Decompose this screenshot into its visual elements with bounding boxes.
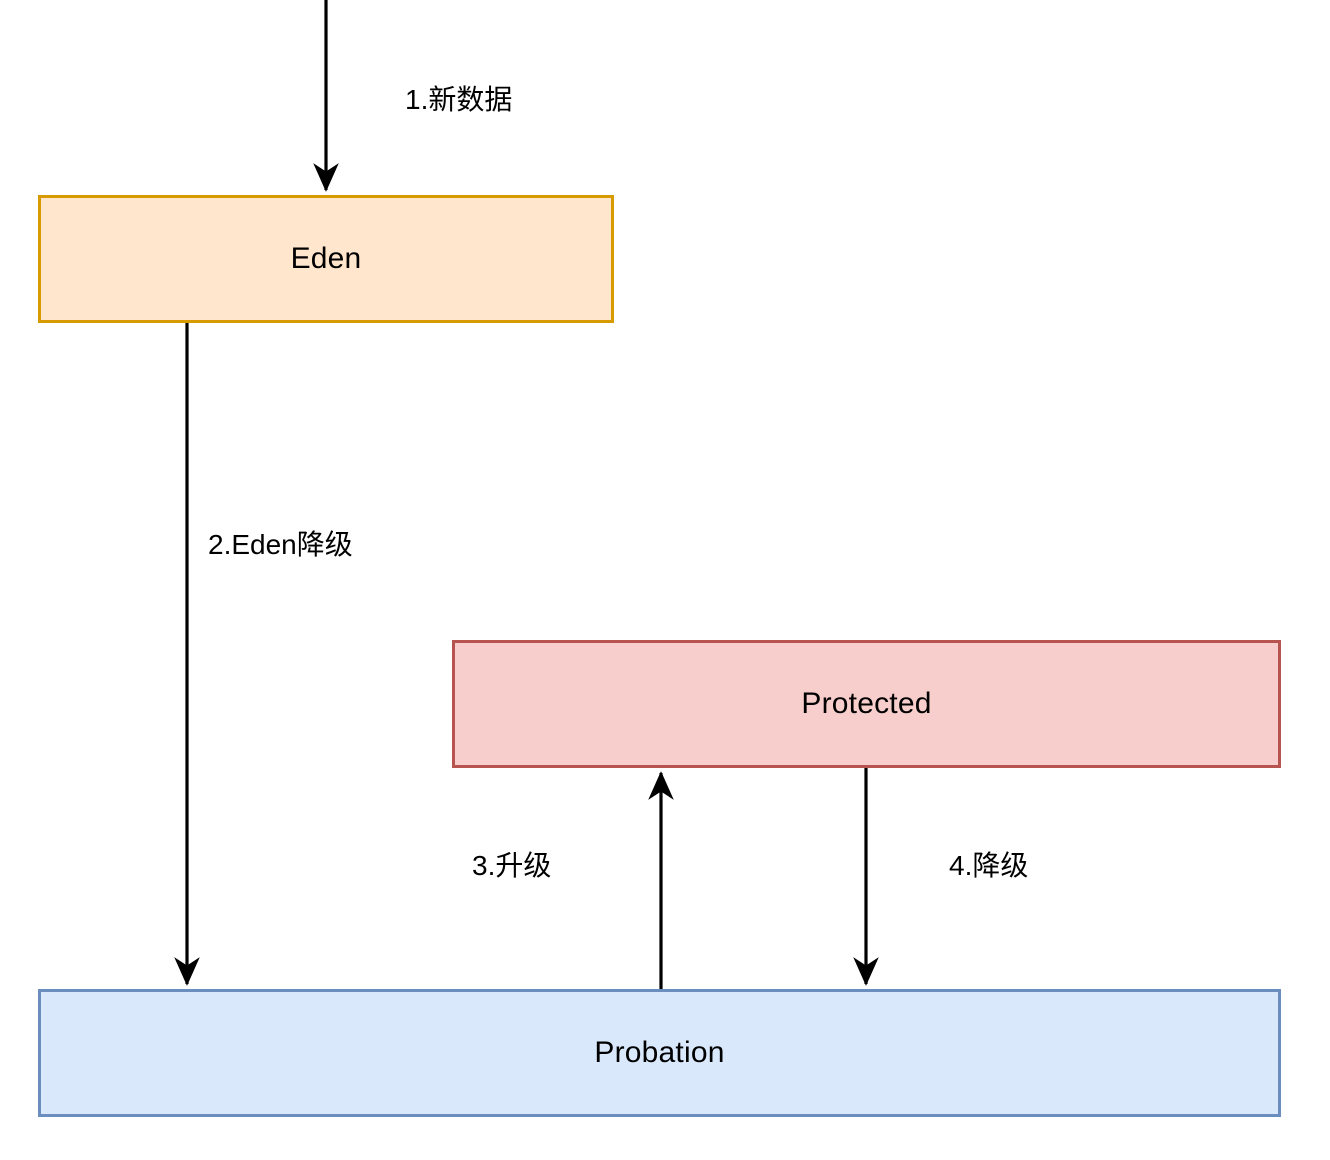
node-protected-label: Protected: [801, 687, 932, 720]
node-probation[interactable]: Probation: [38, 989, 1281, 1117]
edge-label-promote: 3.升级: [472, 850, 552, 881]
node-probation-label: Probation: [594, 1036, 725, 1069]
node-eden-label: Eden: [290, 242, 362, 275]
node-protected[interactable]: Protected: [452, 640, 1281, 768]
node-eden[interactable]: Eden: [38, 195, 614, 323]
edge-label-eden-demote: 2.Eden降级: [208, 529, 353, 560]
edge-label-new-data: 1.新数据: [405, 84, 513, 115]
edge-label-demote: 4.降级: [949, 850, 1029, 881]
